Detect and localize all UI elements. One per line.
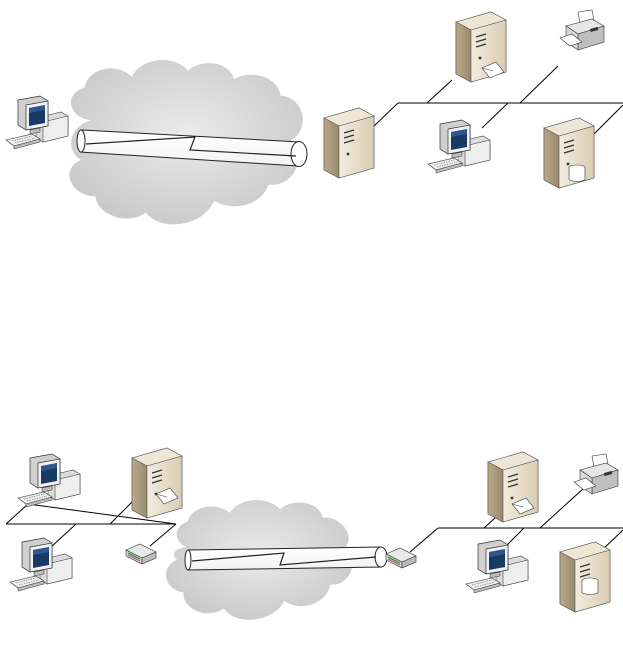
lan-workstation-icon bbox=[427, 119, 491, 174]
site-a-lan-bus bbox=[5, 499, 177, 549]
printer-icon bbox=[559, 9, 605, 51]
site-b-database-icon bbox=[559, 541, 611, 613]
site-b-printer-icon bbox=[573, 453, 619, 495]
wan-tunnel-icon bbox=[184, 546, 388, 571]
database-server-icon bbox=[543, 117, 595, 189]
site-b-server-icon bbox=[487, 451, 539, 523]
scenario-site-to-site bbox=[5, 447, 623, 620]
lan-bus bbox=[371, 65, 623, 139]
site-a-workstation-2-icon bbox=[9, 537, 73, 592]
remote-workstation-icon bbox=[5, 95, 69, 150]
gateway-server-icon bbox=[323, 107, 375, 179]
scenario-remote-access bbox=[5, 9, 623, 225]
site-a-workstation-1-icon bbox=[17, 453, 81, 508]
site-a-server-icon bbox=[131, 447, 183, 519]
site-b-workstation-icon bbox=[465, 539, 529, 594]
mail-server-icon bbox=[455, 11, 507, 83]
site-a-router-icon bbox=[125, 543, 157, 565]
wan-tunnel-icon bbox=[76, 129, 308, 167]
